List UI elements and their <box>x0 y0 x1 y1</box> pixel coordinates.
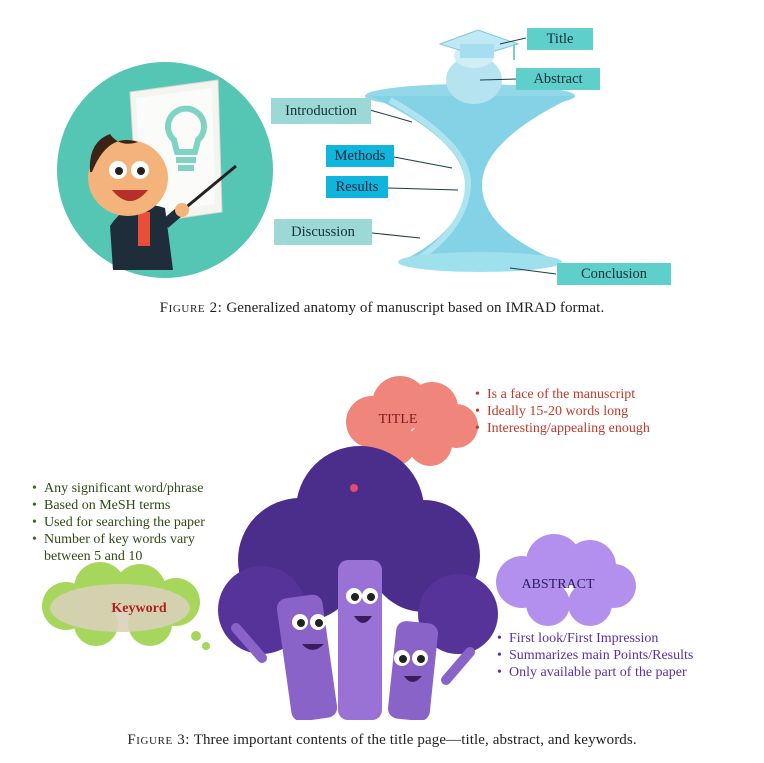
list-item: Is a face of the manuscript <box>475 386 675 403</box>
list-item: Interesting/appealing enough <box>475 420 675 437</box>
list-item: Number of key words vary between 5 and 1… <box>32 531 242 565</box>
tag-abstract: Abstract <box>516 68 600 90</box>
graduation-cap-icon <box>438 29 520 60</box>
keyword-bullet-list: Any significant word/phrase Based on MeS… <box>32 480 242 565</box>
keyword-cloud <box>42 562 210 650</box>
tag-conclusion: Conclusion <box>557 263 671 285</box>
abstract-bullet-list: First look/First Impression Summarizes m… <box>497 630 727 681</box>
teacher-icon <box>88 79 237 270</box>
keyword-cloud-label: Keyword <box>111 601 167 616</box>
abstract-cloud <box>474 534 636 632</box>
title-cloud-label: TITLE <box>378 412 418 427</box>
title-cloud <box>346 376 478 492</box>
list-item: Ideally 15-20 words long <box>475 403 675 420</box>
figure-2-caption-prefix: Figure 2: <box>159 300 223 316</box>
tree-characters <box>218 446 498 720</box>
list-item: Summarizes main Points/Results <box>497 647 727 664</box>
tag-introduction: Introduction <box>271 98 371 124</box>
figure-2: Title Abstract Introduction Methods Resu… <box>0 0 764 330</box>
figure-3: TITLE ABSTRACT Keyword Is a face of the … <box>0 360 764 763</box>
list-item: First look/First Impression <box>497 630 727 647</box>
list-item: Used for searching the paper <box>32 514 242 531</box>
figure-3-caption-prefix: Figure 3: <box>127 732 191 748</box>
list-item: Only available part of the paper <box>497 664 727 681</box>
tag-title: Title <box>527 28 593 50</box>
list-item: Based on MeSH terms <box>32 497 242 514</box>
figure-2-caption-text: Generalized anatomy of manuscript based … <box>226 300 605 316</box>
figure-3-caption-text: Three important contents of the title pa… <box>193 732 637 748</box>
title-page-illustration <box>42 376 636 720</box>
figure-2-caption: Figure 2: Generalized anatomy of manuscr… <box>0 300 764 317</box>
tag-discussion: Discussion <box>274 219 372 245</box>
tag-results: Results <box>326 176 388 198</box>
imrad-illustration <box>57 29 575 278</box>
figure-3-caption: Figure 3: Three important contents of th… <box>0 732 764 749</box>
connector-lines <box>369 37 557 275</box>
abstract-cloud-label: ABSTRACT <box>521 577 595 592</box>
imrad-hourglass <box>365 44 575 272</box>
title-bullet-list: Is a face of the manuscript Ideally 15-2… <box>475 386 675 437</box>
lightbulb-icon <box>165 105 207 171</box>
tag-methods: Methods <box>326 145 394 167</box>
list-item: Any significant word/phrase <box>32 480 242 497</box>
